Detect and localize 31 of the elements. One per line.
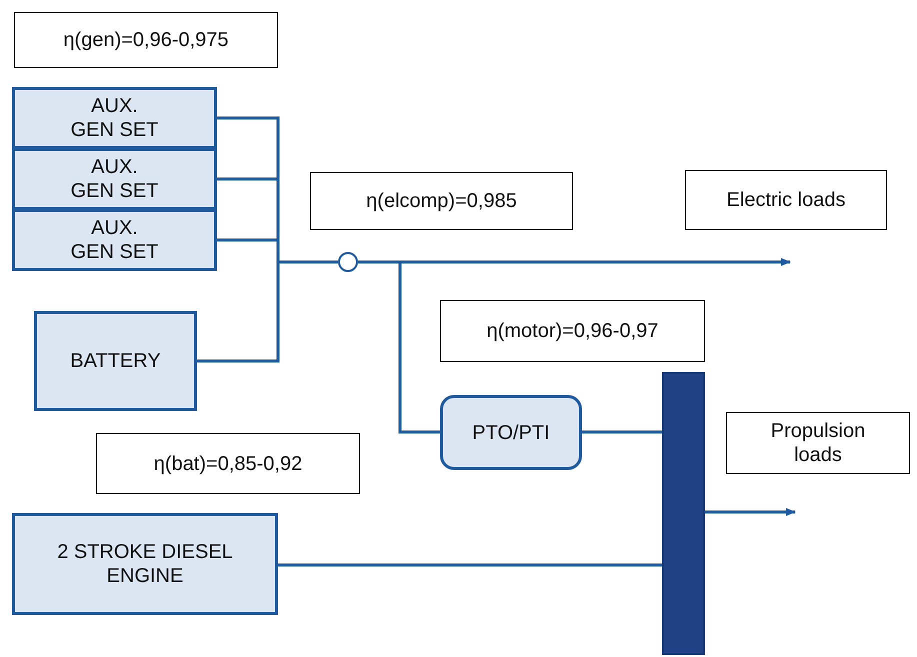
box-label: BATTERY xyxy=(70,349,161,373)
label-box xyxy=(685,170,887,230)
connector-line xyxy=(197,260,338,362)
label-box xyxy=(440,300,705,362)
junction-circle xyxy=(338,252,358,272)
arrow xyxy=(705,508,796,516)
box-label: AUX. GEN SET xyxy=(70,216,160,264)
box-label: η(gen)=0,96-0,975 xyxy=(63,28,229,52)
box-label: η(motor)=0,96-0,97 xyxy=(486,319,658,343)
generator-box xyxy=(12,87,217,149)
box-label: η(elcomp)=0,985 xyxy=(366,189,517,213)
label-box xyxy=(96,433,360,494)
label-box xyxy=(14,12,278,68)
label-box xyxy=(310,172,573,230)
box-label: η(bat)=0,85-0,92 xyxy=(154,452,302,476)
generator-box xyxy=(12,148,217,210)
connector-line xyxy=(358,260,440,434)
box-label: Electric loads xyxy=(726,188,846,212)
box-label: 2 STROKE DIESEL ENGINE xyxy=(56,540,234,588)
box-label: AUX. GEN SET xyxy=(70,155,160,203)
connector-line xyxy=(278,564,662,566)
battery-box xyxy=(34,311,197,411)
box-label: PTO/PTI xyxy=(472,420,550,444)
box-label: AUX. GEN SET xyxy=(70,94,160,142)
shaft-bar xyxy=(662,372,705,655)
connector-line xyxy=(582,430,662,434)
pto-pti-box xyxy=(440,395,582,470)
generator-box xyxy=(12,209,217,271)
engine-box xyxy=(12,513,278,615)
label-box xyxy=(726,412,910,474)
box-label: Propulsion loads xyxy=(770,419,866,467)
